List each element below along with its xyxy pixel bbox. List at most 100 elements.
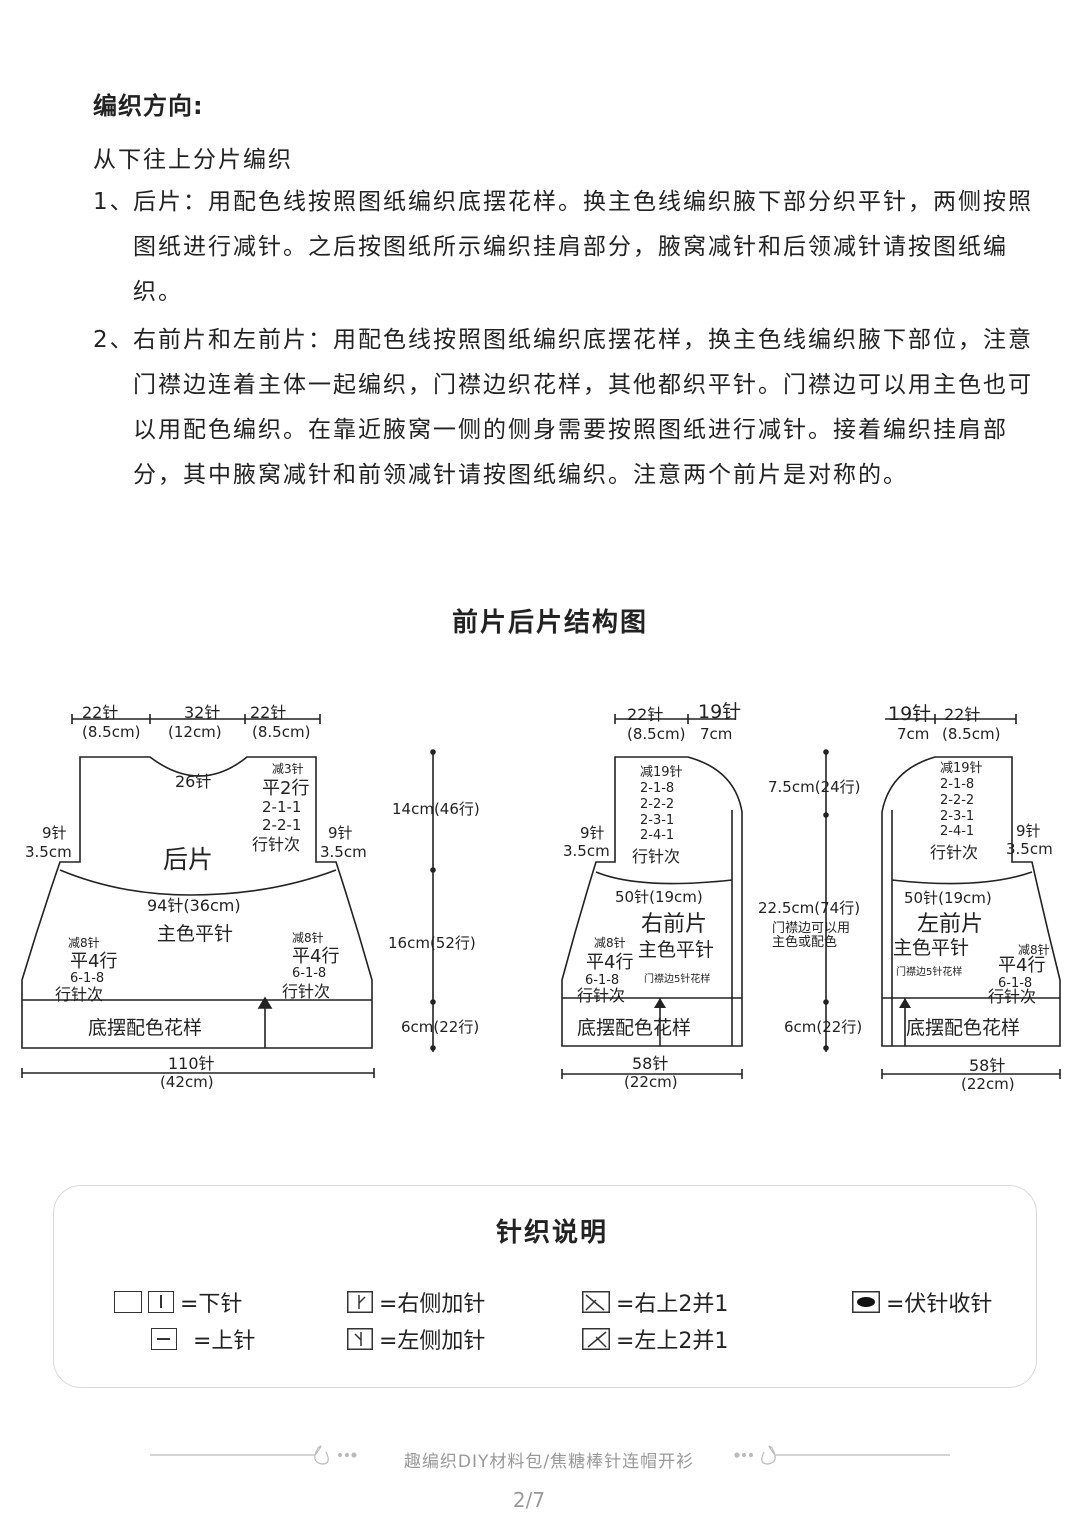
back-side-left: 6-1-8 (70, 971, 104, 986)
height-1: 14cm(46行) (392, 800, 480, 818)
back-top-right-cm: (8.5cm) (252, 723, 310, 741)
back-armhole-right-cm: 3.5cm (320, 843, 367, 861)
lf-neck-dec: 2-4-1 (940, 824, 974, 839)
legend-item-purl: =上针 (151, 1323, 255, 1355)
legend-label: =上针 (193, 1329, 256, 1354)
step-text: 右前片和左前片：用配色线按照图纸编织底摆花样，换主色线编织腋下部位，注意门襟边连… (133, 327, 1033, 488)
legend-label: =左上2并1 (616, 1329, 729, 1354)
step-number: 2、 (93, 327, 135, 353)
legend-item-left-increase: =左侧加针 (347, 1323, 485, 1355)
back-name: 后片 (163, 845, 213, 874)
section-title: 编织方向: (93, 92, 204, 120)
back-side-left: 行针次 (55, 985, 103, 1004)
lf-body-stitch: 主色平针 (893, 937, 969, 959)
rf-top-right-cm: 7cm (700, 725, 732, 743)
back-piece-outline (21, 756, 373, 1049)
rf-neck-dec: 2-4-1 (640, 828, 674, 843)
rf-neck-dec: 行针次 (632, 847, 680, 866)
footer-ornament (150, 1445, 950, 1465)
back-top-mid: 32针 (184, 703, 220, 722)
rf-armhole-cm: 3.5cm (563, 842, 610, 860)
front-height-2: 22.5cm(74行) (758, 899, 860, 917)
step-2: 2、 右前片和左前片：用配色线按照图纸编织底摆花样，换主色线编织腋下部位，注意门… (93, 318, 1053, 548)
legend-item-bind-off: =伏针收针 (852, 1286, 992, 1318)
front-note-1: 门襟边可以用 (772, 921, 850, 936)
rf-neck-dec: 减19针 (640, 765, 683, 780)
lf-neck-dec: 2-1-8 (940, 777, 974, 792)
lf-top-right-cm: (8.5cm) (942, 725, 1000, 743)
lf-top-left: 19针 (888, 703, 931, 725)
step-number: 1、 (93, 189, 135, 215)
front-height-3: 6cm(22行) (784, 1018, 862, 1036)
lf-bottom: 58针 (969, 1056, 1005, 1075)
back-neck: 26针 (175, 772, 211, 791)
step-text: 后片：用配色线按照图纸编织底摆花样。换主色线编织腋下部分织平针，两侧按照图纸进行… (133, 189, 1033, 305)
diagram-title: 前片后片结构图 (451, 608, 648, 638)
legend-label: =伏针收针 (886, 1292, 993, 1317)
lf-side: 减8针 (1018, 942, 1050, 957)
lf-armhole-cm: 3.5cm (1006, 840, 1053, 858)
front-note-2: 主色或配色 (772, 934, 837, 950)
back-top-right: 22针 (250, 703, 286, 722)
back-side-right: 行针次 (282, 982, 330, 1001)
legend-item-knit: =下针 (114, 1286, 242, 1318)
lf-body-width: 50针(19cm) (904, 889, 992, 907)
legend-label: =左侧加针 (379, 1329, 486, 1354)
left-increase-icon (347, 1328, 373, 1350)
schematic-diagram: 22针 (8.5cm) 32针 (12cm) 22针 (8.5cm) 26针 减… (21, 701, 1061, 1093)
rf-bottom-cm: (22cm) (624, 1073, 678, 1091)
rf-side: 6-1-8 (585, 973, 619, 988)
height-2: 16cm(52行) (388, 934, 476, 952)
back-hem: 底摆配色花样 (88, 1017, 202, 1039)
lf-armhole: 9针 (1016, 822, 1041, 840)
lf-bottom-cm: (22cm) (961, 1075, 1015, 1093)
legend-item-right-decrease: =右上2并1 (582, 1286, 728, 1318)
footer-text: 趣编织DIY材料包/焦糖棒针连帽开衫 (403, 1452, 695, 1472)
legend-label: =右侧加针 (379, 1292, 486, 1317)
lf-hem: 底摆配色花样 (906, 1017, 1020, 1039)
legend-panel (53, 1185, 1037, 1388)
lf-top-right: 22针 (944, 705, 980, 724)
right-decrease-icon (582, 1291, 610, 1313)
rf-top-right: 19针 (698, 701, 741, 723)
back-side-right: 6-1-8 (292, 966, 326, 981)
legend-label: =下针 (180, 1292, 243, 1317)
left-decrease-icon (582, 1328, 610, 1350)
rf-neck-dec: 2-2-2 (640, 797, 674, 812)
rf-side: 行针次 (577, 986, 625, 1005)
lf-neck-dec: 行针次 (930, 843, 978, 862)
back-bottom: 110针 (168, 1054, 215, 1073)
legend-label: =右上2并1 (616, 1292, 729, 1317)
empty-square-icon (114, 1291, 142, 1313)
back-bottom-cm: (42cm) (160, 1073, 214, 1091)
legend-item-left-decrease: =左上2并1 (582, 1323, 728, 1355)
lf-placket: 门襟边5针花样 (896, 965, 962, 978)
rf-top-left: 22针 (627, 705, 663, 724)
lf-top-left-cm: 7cm (897, 725, 929, 743)
front-height-1: 7.5cm(24行) (768, 778, 861, 796)
back-top-left-cm: (8.5cm) (82, 723, 140, 741)
back-body-stitch: 主色平针 (157, 923, 233, 945)
rf-side: 减8针 (594, 935, 626, 950)
rf-body-width: 50针(19cm) (615, 888, 703, 906)
back-armhole-right: 9针 (328, 824, 353, 842)
back-armhole-left-cm: 3.5cm (25, 843, 72, 861)
knit-stitch-icon (148, 1291, 174, 1313)
rf-neck-dec: 2-1-8 (640, 781, 674, 796)
back-side-right: 减8针 (292, 930, 324, 945)
back-armhole-left: 9针 (42, 824, 67, 842)
lf-neck-dec: 减19针 (940, 761, 983, 776)
bind-off-icon (852, 1291, 880, 1313)
right-front-outline (561, 756, 743, 1047)
back-top-mid-cm: (12cm) (168, 723, 222, 741)
right-increase-icon (347, 1291, 373, 1313)
rf-name: 右前片 (641, 912, 707, 937)
rf-bottom: 58针 (632, 1054, 668, 1073)
step-1: 1、 后片：用配色线按照图纸编织底摆花样。换主色线编织腋下部分织平针，两侧按照图… (93, 180, 1053, 320)
height-3: 6cm(22行) (401, 1018, 479, 1036)
intro-text: 从下往上分片编织 (93, 147, 293, 173)
legend-title: 针织说明 (495, 1218, 608, 1248)
back-neck-dec-row: 2-2-1 (262, 816, 301, 834)
lf-neck-dec: 2-3-1 (940, 809, 974, 824)
back-neck-dec-row: 平2行 (262, 778, 309, 799)
